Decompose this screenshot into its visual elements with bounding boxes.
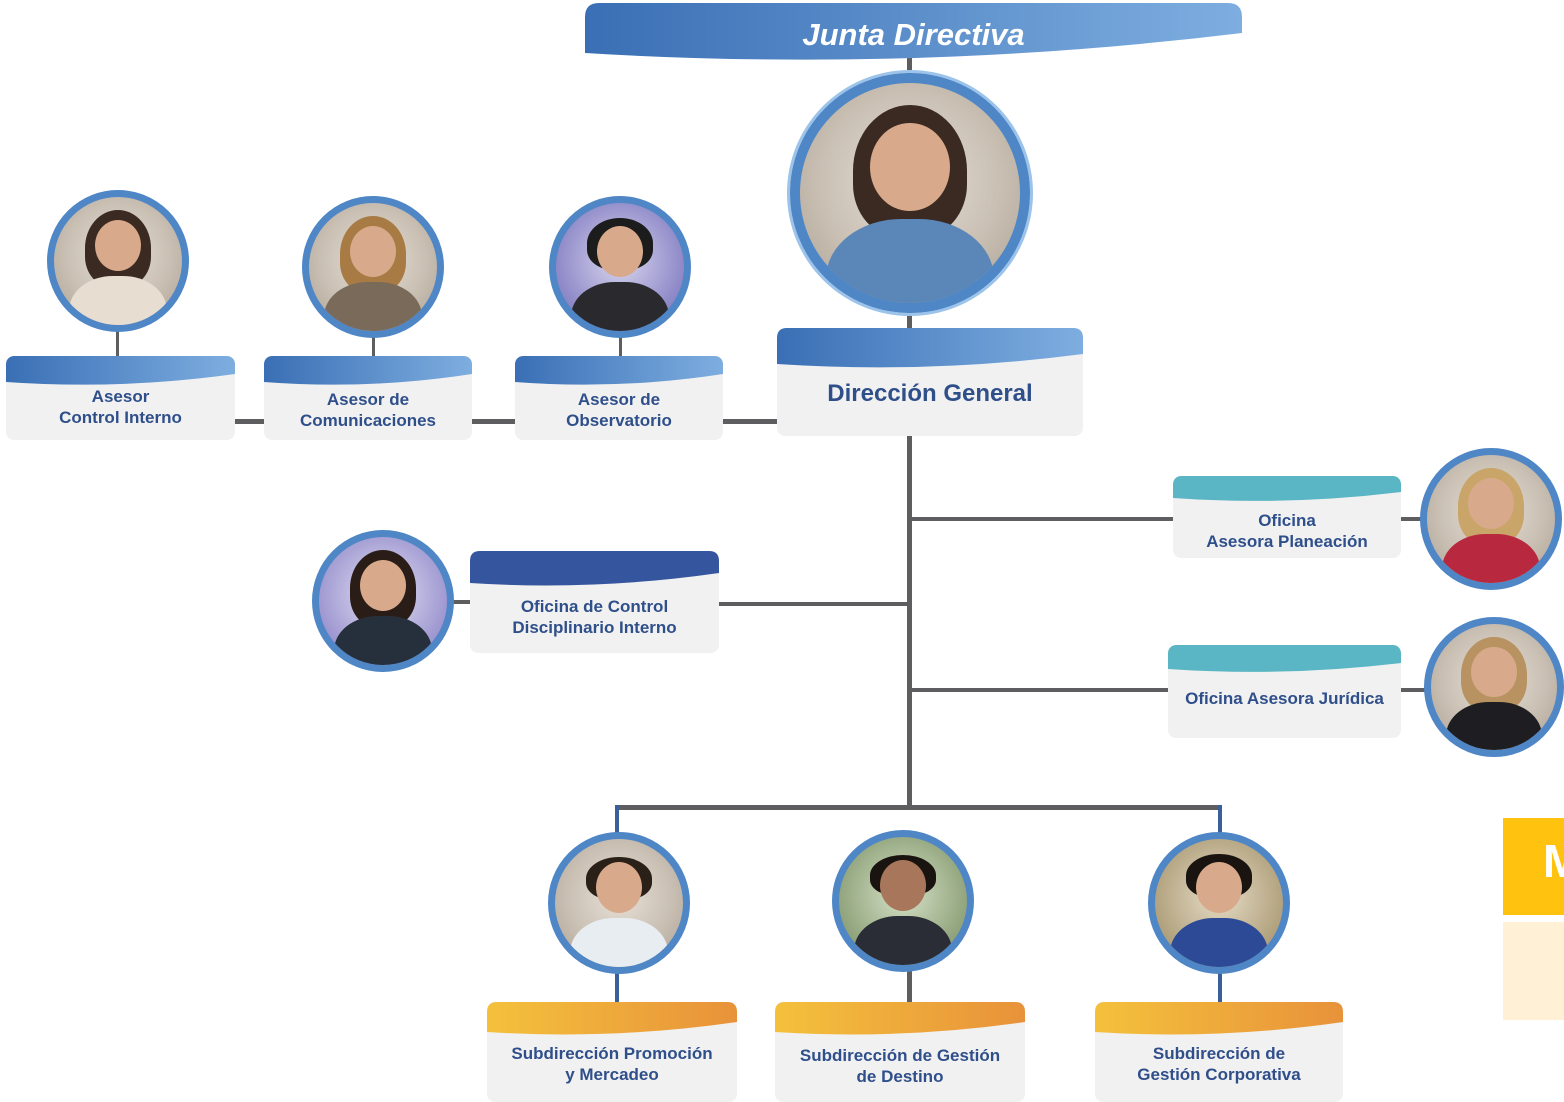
direccion-general-label: Dirección General (827, 380, 1033, 407)
connector-advisor3-photo (619, 334, 622, 358)
advisor-comunicaciones-box: Asesor de Comunicaciones (264, 356, 472, 440)
advisor-observatorio-box: Asesor de Observatorio (515, 356, 723, 440)
subdireccion-promocion-photo (548, 832, 690, 974)
junta-directiva-title: Junta Directiva (802, 17, 1025, 52)
connector-main-vertical (907, 436, 912, 810)
advisor-observatorio-label: Asesor de Observatorio (566, 390, 672, 430)
advisor-control-interno-box: Asesor Control Interno (6, 356, 235, 440)
connector-planeacion-photo (1400, 517, 1422, 521)
advisor-comunicaciones-label: Asesor de Comunicaciones (299, 390, 437, 430)
juridica-label: Oficina Asesora Jurídica (1185, 689, 1384, 708)
connector-sub2-photo (907, 968, 912, 1003)
side-tab-panel (1503, 922, 1564, 1020)
subdireccion-corporativa-label: Subdirección de Gestión Corporativa (1137, 1044, 1301, 1084)
subdireccion-corporativa-photo (1148, 832, 1290, 974)
connector-juridica-photo (1400, 688, 1426, 692)
director-photo (790, 73, 1030, 313)
connector-sub3-photo (1218, 968, 1222, 1003)
junta-directiva-banner: Junta Directiva (585, 3, 1242, 61)
connector-sub1-photo (615, 968, 619, 1003)
connector-sub1-drop (615, 805, 619, 835)
connector-disciplinario (718, 602, 908, 606)
subdireccion-corporativa-box: Subdirección de Gestión Corporativa (1095, 1002, 1343, 1102)
planeacion-box: Oficina Asesora Planeación (1173, 476, 1401, 558)
connector-advisor2-photo (372, 334, 375, 358)
subdireccion-promocion-label: Subdirección Promoción y Mercadeo (511, 1044, 713, 1084)
advisor-comunicaciones-photo (302, 196, 444, 338)
connector-planeacion (912, 517, 1174, 521)
planeacion-photo (1420, 448, 1562, 590)
connector-advisors-horizontal (232, 419, 780, 424)
direccion-general-box: Dirección General (777, 328, 1083, 436)
side-tab-letter: M (1543, 835, 1564, 887)
connector-advisor1-photo (116, 330, 119, 360)
juridica-photo (1424, 617, 1564, 757)
juridica-box: Oficina Asesora Jurídica (1168, 645, 1401, 738)
advisor-control-interno-photo (47, 190, 189, 332)
connector-disciplinario-photo (453, 600, 471, 604)
connector-banner-to-director (907, 56, 912, 78)
disciplinario-box: Oficina de Control Disciplinario Interno (470, 551, 719, 653)
connector-director-photo-to-box (907, 310, 912, 330)
disciplinario-photo (312, 530, 454, 672)
planeacion-label: Oficina Asesora Planeación (1206, 511, 1368, 551)
connector-sub3-drop (1218, 805, 1222, 835)
disciplinario-label: Oficina de Control Disciplinario Interno (512, 597, 677, 637)
subdireccion-promocion-box: Subdirección Promoción y Mercadeo (487, 1002, 737, 1102)
subdireccion-destino-box: Subdirección de Gestión de Destino (775, 1002, 1025, 1102)
subdireccion-destino-photo (832, 830, 974, 972)
side-tab[interactable]: M (1503, 818, 1564, 915)
connector-juridica (912, 688, 1170, 692)
advisor-control-interno-label: Asesor Control Interno (59, 387, 182, 427)
subdireccion-destino-label: Subdirección de Gestión de Destino (799, 1046, 1001, 1086)
advisor-observatorio-photo (549, 196, 691, 338)
connector-subdirecciones-horizontal (615, 805, 1222, 810)
